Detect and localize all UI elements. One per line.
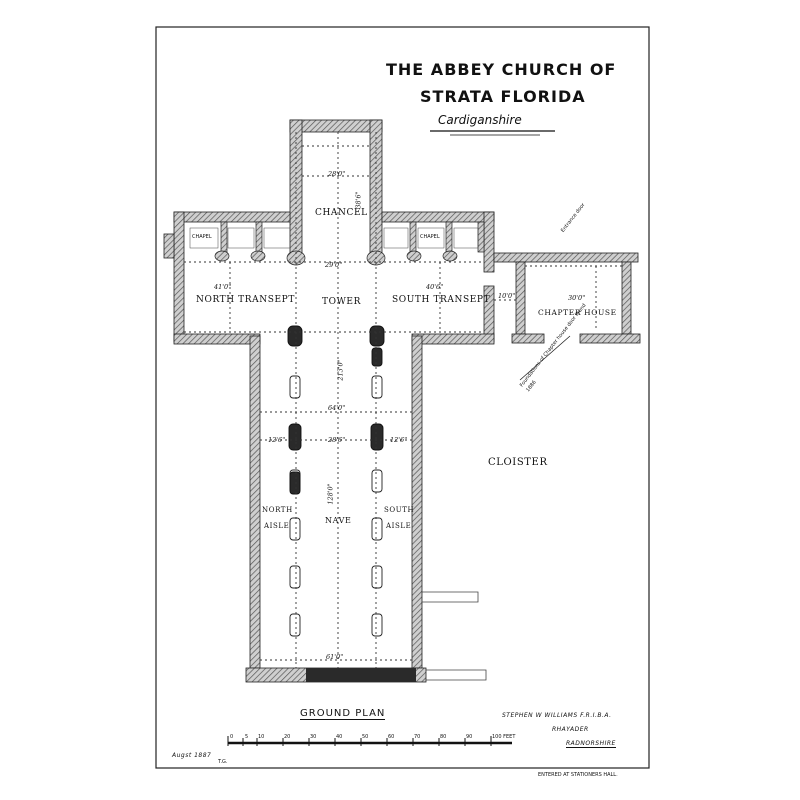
scale-tick-80: 80	[440, 734, 447, 740]
ground-plan-label: Ground Plan	[300, 708, 386, 720]
meas-aisle-south: 12'6"	[390, 436, 408, 444]
label-north-transept: North Transept	[196, 295, 295, 305]
meas-north-transept: 41'0"	[214, 283, 232, 291]
scale-tick-100: 100 Feet	[492, 734, 516, 740]
label-chapel-south: Chapel	[420, 234, 440, 240]
nave-piers	[289, 375, 383, 637]
label-north-aisle-2: Aisle	[264, 522, 290, 530]
scale-tick-30: 30	[310, 734, 317, 740]
meas-west-width: 61'0"	[326, 653, 344, 661]
chapter-house-walls	[493, 252, 641, 344]
scale-tick-0: 0	[230, 734, 234, 740]
meas-aisle-north: 12'6"	[268, 436, 286, 444]
chapel-cells	[189, 227, 479, 249]
scale-tick-50: 50	[362, 734, 369, 740]
label-tower: Tower	[322, 297, 361, 307]
scale-tick-20: 20	[284, 734, 291, 740]
author-name: Stephen W Williams F.R.I.B.A.	[502, 712, 612, 719]
title-county: Cardiganshire	[438, 113, 522, 127]
label-cloister: Cloister	[488, 457, 548, 468]
label-nave: Nave	[325, 516, 352, 525]
label-south-aisle-1: South	[384, 506, 415, 514]
label-south-transept: South Transept	[392, 295, 491, 305]
chapel-piers	[214, 221, 485, 266]
meas-chancel-length: 38'6"	[354, 191, 363, 209]
label-south-aisle-2: Aisle	[386, 522, 412, 530]
author-place2: Radnorshire	[566, 740, 616, 748]
label-chancel: Chancel	[315, 208, 368, 218]
label-north-aisle-1: North	[262, 506, 293, 514]
entered-note: Entered at Stationers Hall.	[538, 772, 618, 778]
scale-tick-60: 60	[388, 734, 395, 740]
label-chapter-house: Chapter House	[538, 308, 617, 317]
dotted-lines	[184, 132, 622, 668]
foundation-pointer	[519, 335, 571, 381]
page-frame	[155, 26, 650, 769]
author-place1: Rhayader	[552, 726, 589, 733]
meas-tower: 29'0"	[325, 261, 343, 269]
meas-nave-width-total: 64'0"	[328, 404, 346, 412]
scale-tick-90: 90	[466, 734, 473, 740]
chancel-walls	[289, 119, 383, 259]
plan-date: Augst 1887	[172, 752, 212, 759]
meas-nave-length-upper: 213'0"	[336, 359, 345, 381]
scale-tick-40: 40	[336, 734, 343, 740]
meas-south-transept: 40'6"	[426, 283, 444, 291]
west-front-dark	[306, 668, 416, 682]
meas-chapter-width: 30'0"	[568, 294, 586, 302]
meas-chancel-width: 28'0"	[328, 170, 346, 178]
scale-tick-70: 70	[414, 734, 421, 740]
dark-piers	[287, 325, 385, 495]
scale-bar	[227, 736, 512, 746]
meas-nave-width: 28'6"	[328, 436, 346, 444]
meas-chapter-gap: 10'0"	[498, 292, 516, 300]
scale-tick-5: 5	[245, 734, 249, 740]
title-line1: The Abbey Church of	[386, 60, 617, 79]
label-chapel-north: Chapel	[192, 234, 212, 240]
meas-nave-length: 128'0"	[326, 483, 335, 505]
scale-tick-10: 10	[258, 734, 265, 740]
transept-walls	[163, 211, 495, 345]
plan-initials: T.G.	[218, 759, 228, 765]
annex-lines	[422, 591, 487, 681]
title-line2: Strata Florida	[420, 87, 586, 106]
